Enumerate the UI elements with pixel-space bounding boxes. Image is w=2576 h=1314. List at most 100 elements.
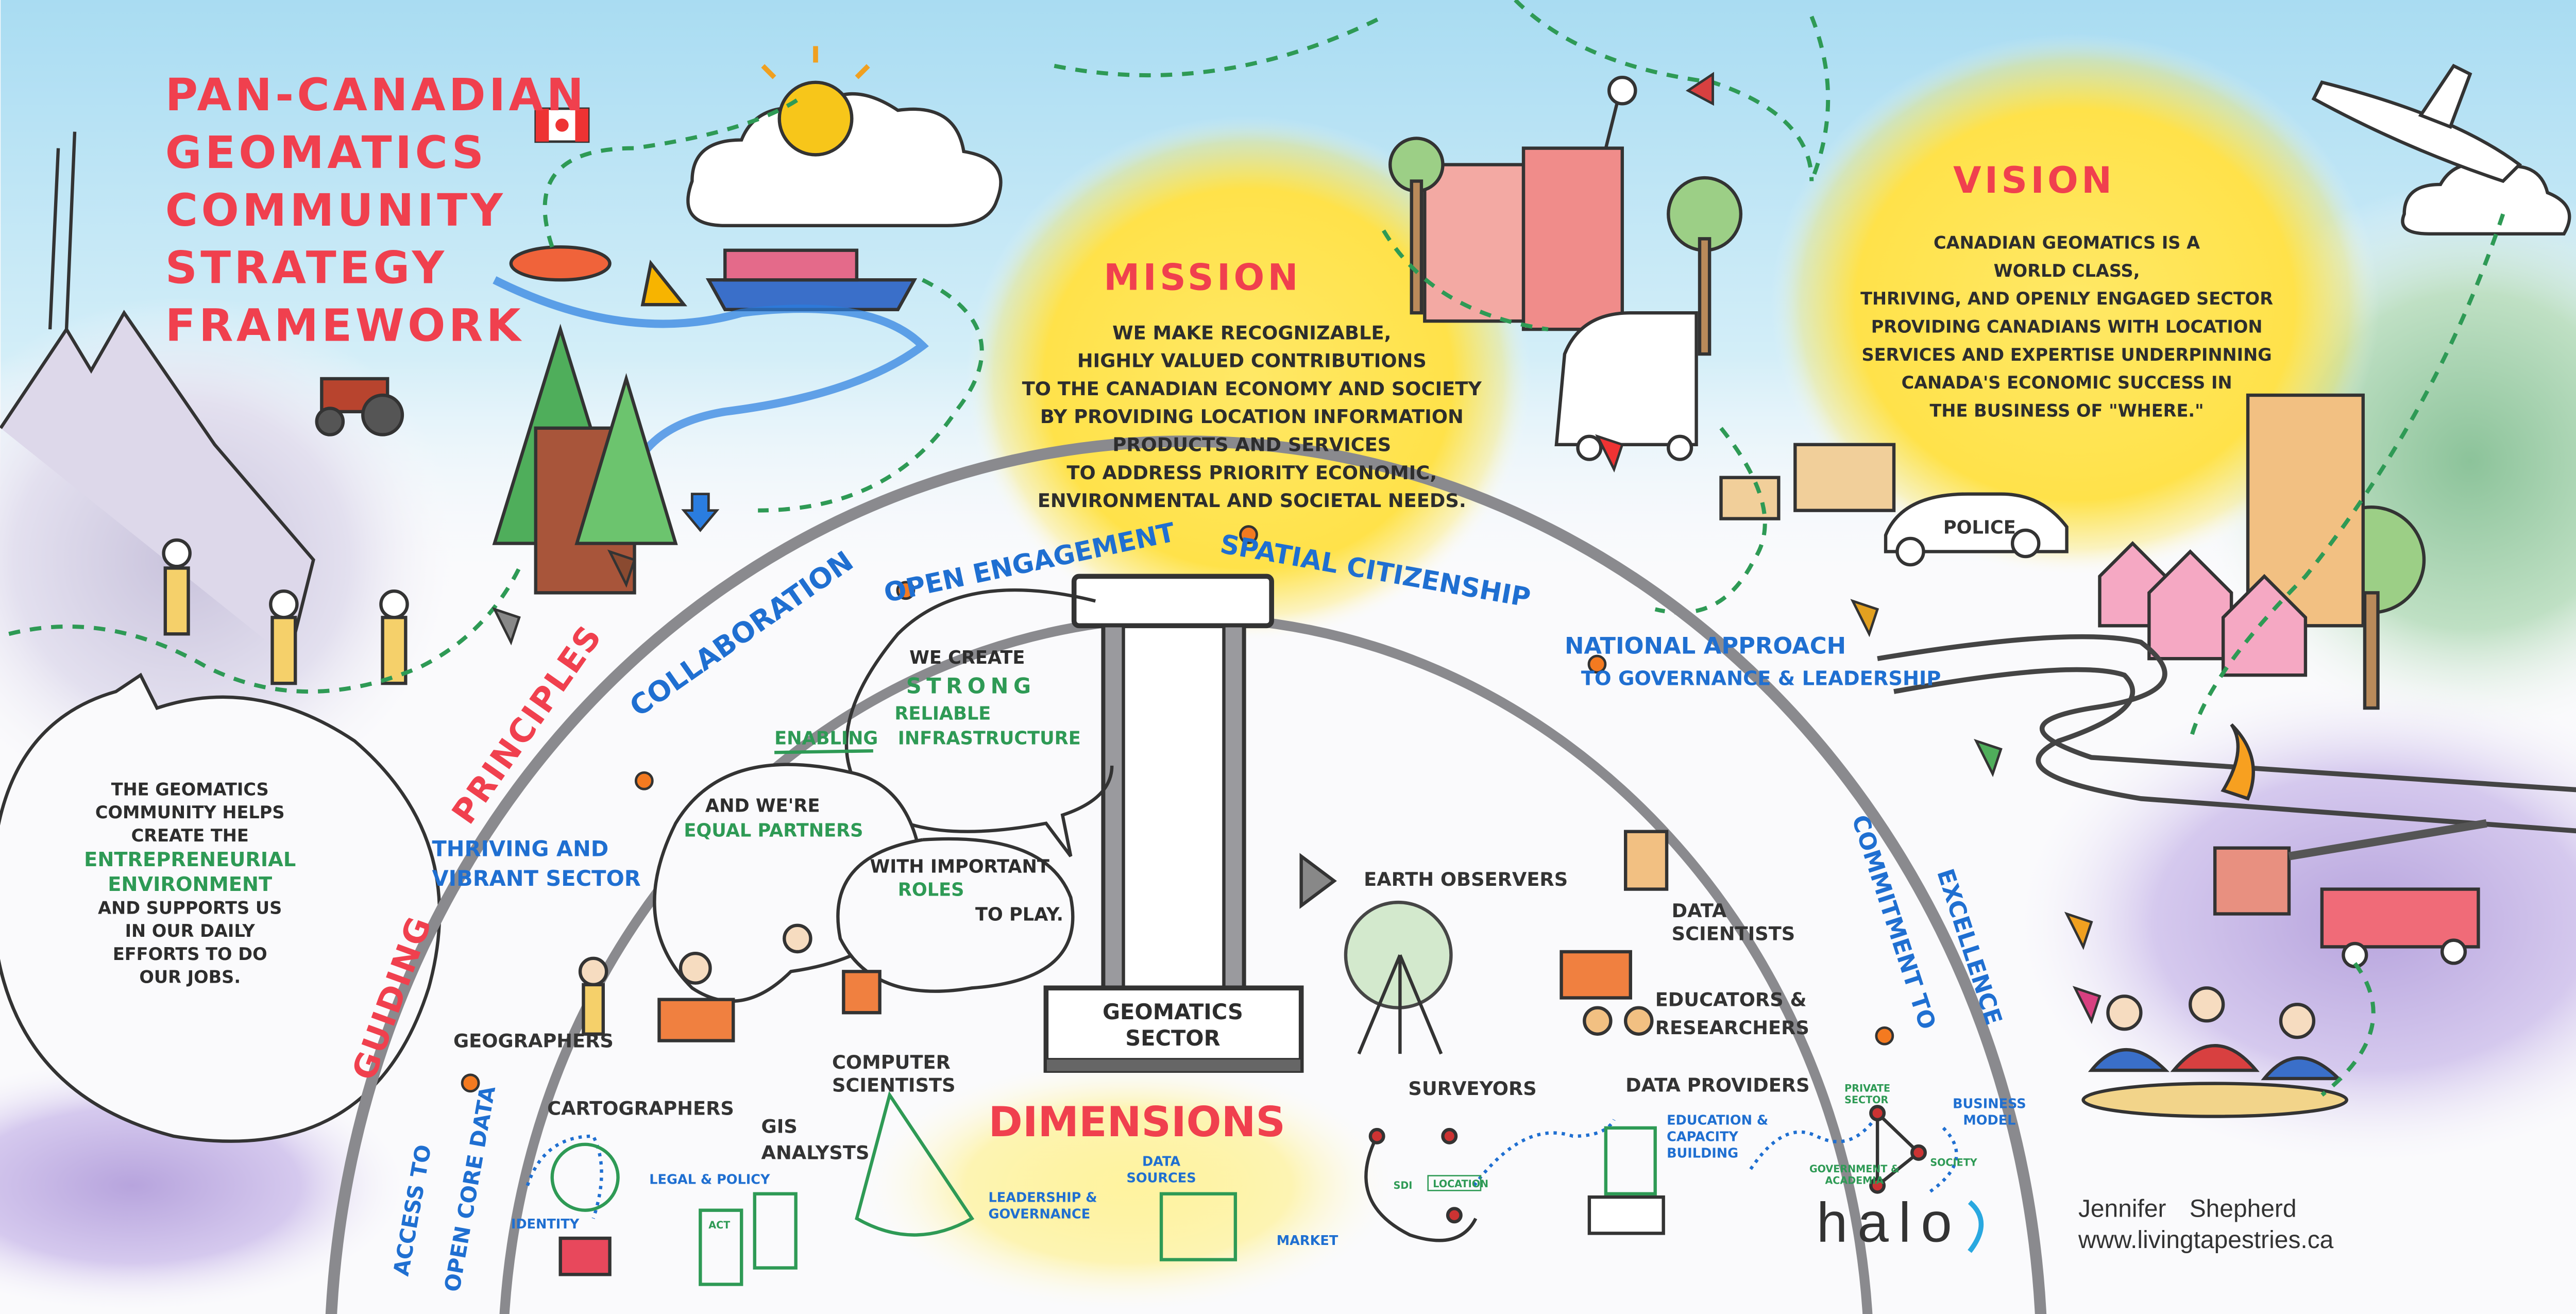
river-icon — [493, 276, 929, 511]
community-speech-bubble — [0, 672, 442, 1143]
dimensions-heading: DIMENSIONS — [989, 1098, 1285, 1146]
role-gis-analysts-line2: ANALYSTS — [761, 1142, 870, 1164]
dimension-education-capacity-line2: CAPACITY — [1667, 1129, 1738, 1144]
bubble2-equal-partners: EQUAL PARTNERS — [684, 820, 863, 841]
community-line: THE GEOMATICS — [111, 779, 269, 799]
title-line: COMMUNITY — [165, 185, 506, 237]
role-figures — [578, 830, 1669, 1055]
role-cartographers: CARTOGRAPHERS — [547, 1097, 734, 1119]
dimension-business-model: BUSINESS — [1953, 1097, 2026, 1112]
dome-outer-arc — [324, 435, 2047, 1314]
role-computer-scientists-line2: SCIENTISTS — [832, 1074, 956, 1097]
title-line: PAN-CANADIAN — [165, 70, 587, 121]
principle-thriving-sector-line2: VIBRANT SECTOR — [432, 866, 640, 891]
canadian-flag-icon — [534, 107, 590, 143]
dimension-leadership-governance: LEADERSHIP & — [989, 1190, 1097, 1206]
role-educators-researchers: EDUCATORS & — [1655, 988, 1807, 1010]
mission-sun — [965, 115, 1532, 643]
vision-line: THE BUSINESS OF "WHERE." — [1930, 400, 2204, 420]
tractor-icon — [315, 377, 404, 436]
bubble1-enabling: ENABLING — [774, 728, 878, 749]
dimension-society: SOCIETY — [1930, 1156, 1977, 1168]
enabling-underline — [774, 749, 873, 754]
bubble1-infrastructure: INFRASTRUCTURE — [898, 728, 1081, 749]
community-line: AND SUPPORTS US — [98, 898, 282, 918]
parliament-building-icon — [1719, 443, 1896, 520]
dimensions-strip — [526, 1091, 1958, 1286]
arrow-icons — [492, 72, 2102, 1024]
trail-path — [8, 0, 2505, 1097]
road-icon — [1877, 634, 2576, 834]
geomatics-pillar — [1043, 574, 1304, 1073]
principle-dot — [634, 771, 654, 790]
role-labels: GEOGRAPHERS CARTOGRAPHERS GIS ANALYSTS C… — [453, 868, 1810, 1164]
airplane-icon — [2311, 63, 2522, 183]
location-sign — [1427, 1175, 1482, 1191]
artist-name: Jennifer Shepherd — [2078, 1195, 2297, 1222]
framework-title: PAN-CANADIAN GEOMATICS COMMUNITY STRATEG… — [165, 70, 587, 351]
houses-icon — [2098, 541, 2308, 677]
bubble1-strong: STRONG — [906, 673, 1036, 698]
community-line-highlight: ENTREPRENEURIAL — [84, 848, 296, 871]
principle-national-approach: NATIONAL APPROACH — [1565, 632, 1846, 660]
mission-statement: WE MAKE RECOGNIZABLE, HIGHLY VALUED CONT… — [1022, 322, 1482, 512]
halo-logo: halo — [1817, 1191, 1962, 1254]
role-educators-researchers-line2: RESEARCHERS — [1655, 1017, 1809, 1039]
dimension-data-sources-line2: SOURCES — [1126, 1170, 1196, 1186]
role-gis-analysts: GIS — [761, 1115, 798, 1137]
vision-line: THRIVING, AND OPENLY ENGAGED SECTOR — [1860, 289, 2273, 309]
bubble3-roles: ROLES — [898, 879, 964, 900]
community-statement: THE GEOMATICS COMMUNITY HELPS CREATE THE… — [84, 779, 296, 987]
principle-dot — [1587, 654, 1607, 674]
mountain-icon — [0, 131, 315, 659]
mission-line: ENVIRONMENTAL AND SOCIETAL NEEDS. — [1038, 490, 1466, 512]
dimension-labels: DIMENSIONS IDENTITY LEGAL & POLICY ACT L… — [511, 1083, 2026, 1249]
bubble2-and-were: AND WE'RE — [705, 795, 820, 816]
community-line: COMMUNITY HELPS — [95, 802, 285, 822]
pillar-line: SECTOR — [1125, 1025, 1220, 1051]
pillar-line: GEOMATICS — [1103, 999, 1243, 1024]
principle-dot — [1239, 525, 1258, 544]
dimension-education-capacity-line3: BUILDING — [1667, 1145, 1738, 1161]
cloud-icon — [686, 92, 2571, 235]
police-car-icon — [1884, 492, 2069, 567]
hikers-icon — [162, 538, 409, 685]
title-line: GEOMATICS — [165, 127, 487, 179]
vision-statement: CANADIAN GEOMATICS IS A WORLD CLASS, THR… — [1860, 233, 2273, 421]
dimension-government-academia: GOVERNMENT & — [1809, 1163, 1900, 1175]
van-icon — [1554, 311, 1698, 461]
title-line: STRATEGY — [165, 243, 448, 294]
dimension-private-sector-line2: SECTOR — [1844, 1094, 1888, 1106]
community-line-highlight: ENVIRONMENT — [108, 873, 272, 896]
dimensions-glow — [856, 1057, 1400, 1314]
dimension-market: MARKET — [1277, 1233, 1338, 1249]
vision-line: SERVICES AND EXPERTISE UNDERPINNING — [1861, 345, 2272, 365]
principle-separator-dots — [461, 525, 1894, 1093]
dimension-act: ACT — [708, 1219, 730, 1231]
mission-line: BY PROVIDING LOCATION INFORMATION — [1040, 406, 1464, 428]
dimension-location: LOCATION — [1433, 1178, 1488, 1190]
mission-heading: MISSION — [1104, 256, 1301, 298]
dimension-legal-policy: LEGAL & POLICY — [649, 1172, 770, 1188]
role-computer-scientists: COMPUTER — [832, 1051, 951, 1073]
principle-thriving-sector: THRIVING AND — [432, 836, 608, 862]
dimension-business-model-line2: MODEL — [1963, 1113, 2015, 1128]
mission-line: TO ADDRESS PRIORITY ECONOMIC, — [1066, 462, 1437, 484]
principle-dot — [461, 1073, 480, 1093]
dimension-government-academia-line2: ACADEMIA — [1825, 1175, 1884, 1187]
vision-sun — [1770, 32, 2380, 577]
fire-truck-icon — [2213, 723, 2487, 968]
artist-website-link[interactable]: www.livingtapestries.ca — [2078, 1226, 2334, 1254]
dimension-identity: IDENTITY — [511, 1217, 580, 1232]
speech-bubble-texts: WE CREATE STRONG RELIABLE ENABLING INFRA… — [684, 647, 1080, 925]
police-car-label: POLICE — [1943, 517, 2016, 538]
role-earth-observers: EARTH OBSERVERS — [1364, 868, 1568, 890]
title-line: FRAMEWORK — [165, 300, 524, 351]
mission-line: TO THE CANADIAN ECONOMY AND SOCIETY — [1022, 378, 1482, 400]
sun-icon — [761, 46, 870, 157]
ship-icon — [509, 245, 918, 311]
role-data-providers: DATA PROVIDERS — [1625, 1074, 1809, 1097]
principle-dot — [896, 581, 916, 600]
vision-line: CANADIAN GEOMATICS IS A — [1934, 233, 2200, 253]
community-line: OUR JOBS. — [139, 967, 241, 987]
